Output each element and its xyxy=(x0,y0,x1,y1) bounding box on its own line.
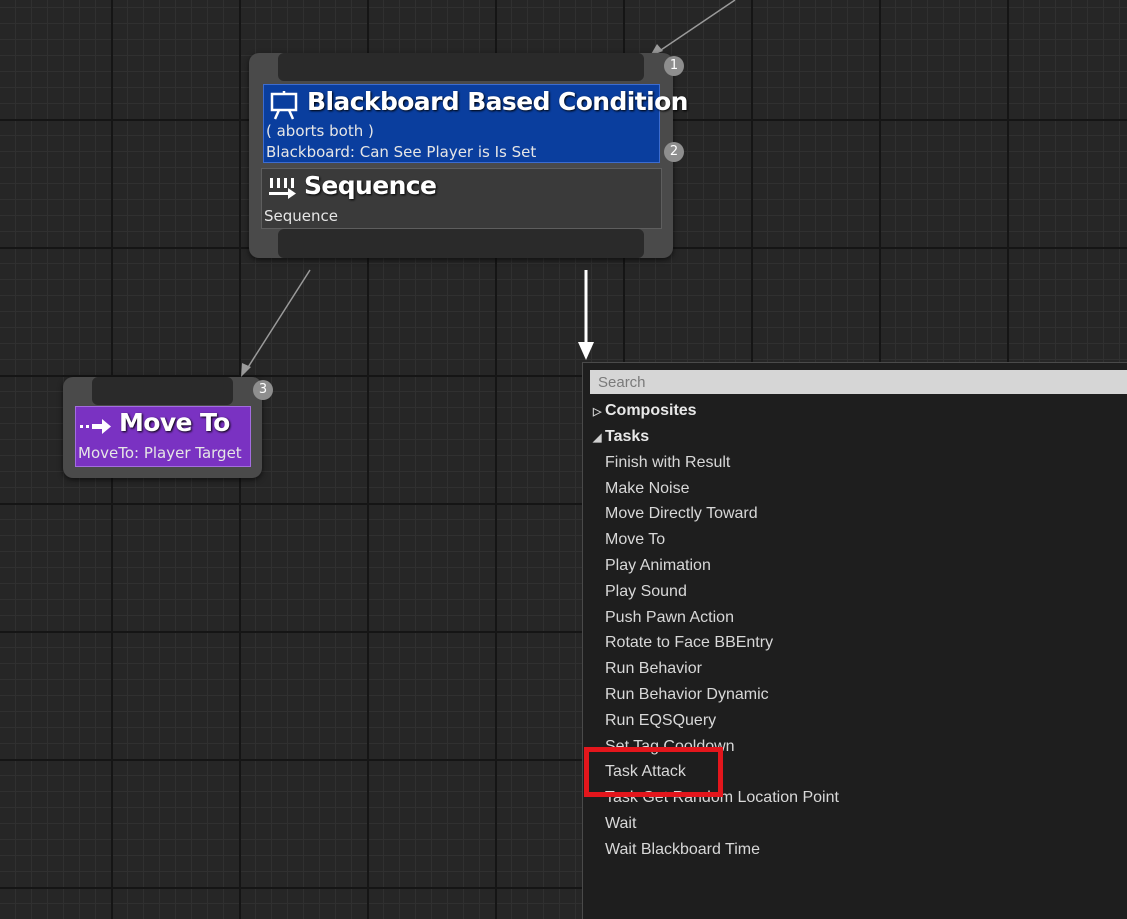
category-composites[interactable]: ▷Composites xyxy=(593,402,697,420)
category-tasks[interactable]: ◢Tasks xyxy=(593,428,649,446)
menu-item-run-eqsquery[interactable]: Run EQSQuery xyxy=(605,712,717,729)
menu-item-run-behavior[interactable]: Run Behavior xyxy=(605,660,702,677)
sequence-node[interactable]: Blackboard Based Condition ( aborts both… xyxy=(249,53,688,258)
category-label: Tasks xyxy=(605,428,650,445)
sequence-composite[interactable]: Sequence Sequence xyxy=(261,168,662,229)
menu-item-rotate-to-face-bbentry[interactable]: Rotate to Face BBEntry xyxy=(605,634,774,651)
menu-item-make-noise[interactable]: Make Noise xyxy=(605,480,690,497)
menu-item-wait[interactable]: Wait xyxy=(605,815,637,832)
menu-item-move-to[interactable]: Move To xyxy=(605,531,666,548)
pointer-arrow xyxy=(578,270,594,360)
menu-item-play-animation[interactable]: Play Animation xyxy=(605,557,711,574)
sequence-title: Sequence xyxy=(304,171,437,200)
move-arrow-icon xyxy=(79,415,113,437)
move-to-subtitle: MoveTo: Player Target xyxy=(78,444,242,462)
input-pin[interactable] xyxy=(278,53,644,81)
menu-item-task-attack[interactable]: Task Attack xyxy=(605,763,686,780)
move-to-node[interactable]: Move To MoveTo: Player Target xyxy=(63,377,262,478)
menu-item-set-tag-cooldown[interactable]: Set Tag Cooldown xyxy=(605,738,735,755)
search-input[interactable] xyxy=(590,370,1127,394)
triangle-down-icon[interactable]: ◢ xyxy=(593,432,602,444)
node-order-badge: 2 xyxy=(664,142,684,162)
move-to-title: Move To xyxy=(119,408,230,437)
triangle-right-icon[interactable]: ▷ xyxy=(593,406,602,418)
move-to-task[interactable]: Move To MoveTo: Player Target xyxy=(75,406,251,467)
category-label: Composites xyxy=(605,402,697,419)
blackboard-decorator[interactable]: Blackboard Based Condition ( aborts both… xyxy=(263,84,688,163)
input-pin[interactable] xyxy=(92,377,233,405)
menu-item-play-sound[interactable]: Play Sound xyxy=(605,583,687,600)
decorator-title: Blackboard Based Condition xyxy=(307,87,688,116)
menu-item-move-directly-toward[interactable]: Move Directly Toward xyxy=(605,505,758,522)
decorator-abort-mode: ( aborts both ) xyxy=(266,122,374,140)
sequence-icon xyxy=(267,175,297,203)
add-node-menu[interactable]: ▷Composites ◢Tasks Finish with Result Ma… xyxy=(582,362,1127,919)
menu-item-task-get-random-location-point[interactable]: Task Get Random Location Point xyxy=(605,789,839,806)
decorator-description: Blackboard: Can See Player is Is Set xyxy=(266,143,537,161)
node-order-badge: 3 xyxy=(253,380,273,400)
menu-item-push-pawn-action[interactable]: Push Pawn Action xyxy=(605,609,734,626)
menu-item-finish-with-result[interactable]: Finish with Result xyxy=(605,454,731,471)
output-pin[interactable] xyxy=(278,229,644,258)
menu-item-run-behavior-dynamic[interactable]: Run Behavior Dynamic xyxy=(605,686,769,703)
menu-item-wait-blackboard-time[interactable]: Wait Blackboard Time xyxy=(605,841,761,858)
node-order-badge: 1 xyxy=(664,56,684,76)
blackboard-icon xyxy=(269,90,299,120)
sequence-subtitle: Sequence xyxy=(264,207,338,225)
